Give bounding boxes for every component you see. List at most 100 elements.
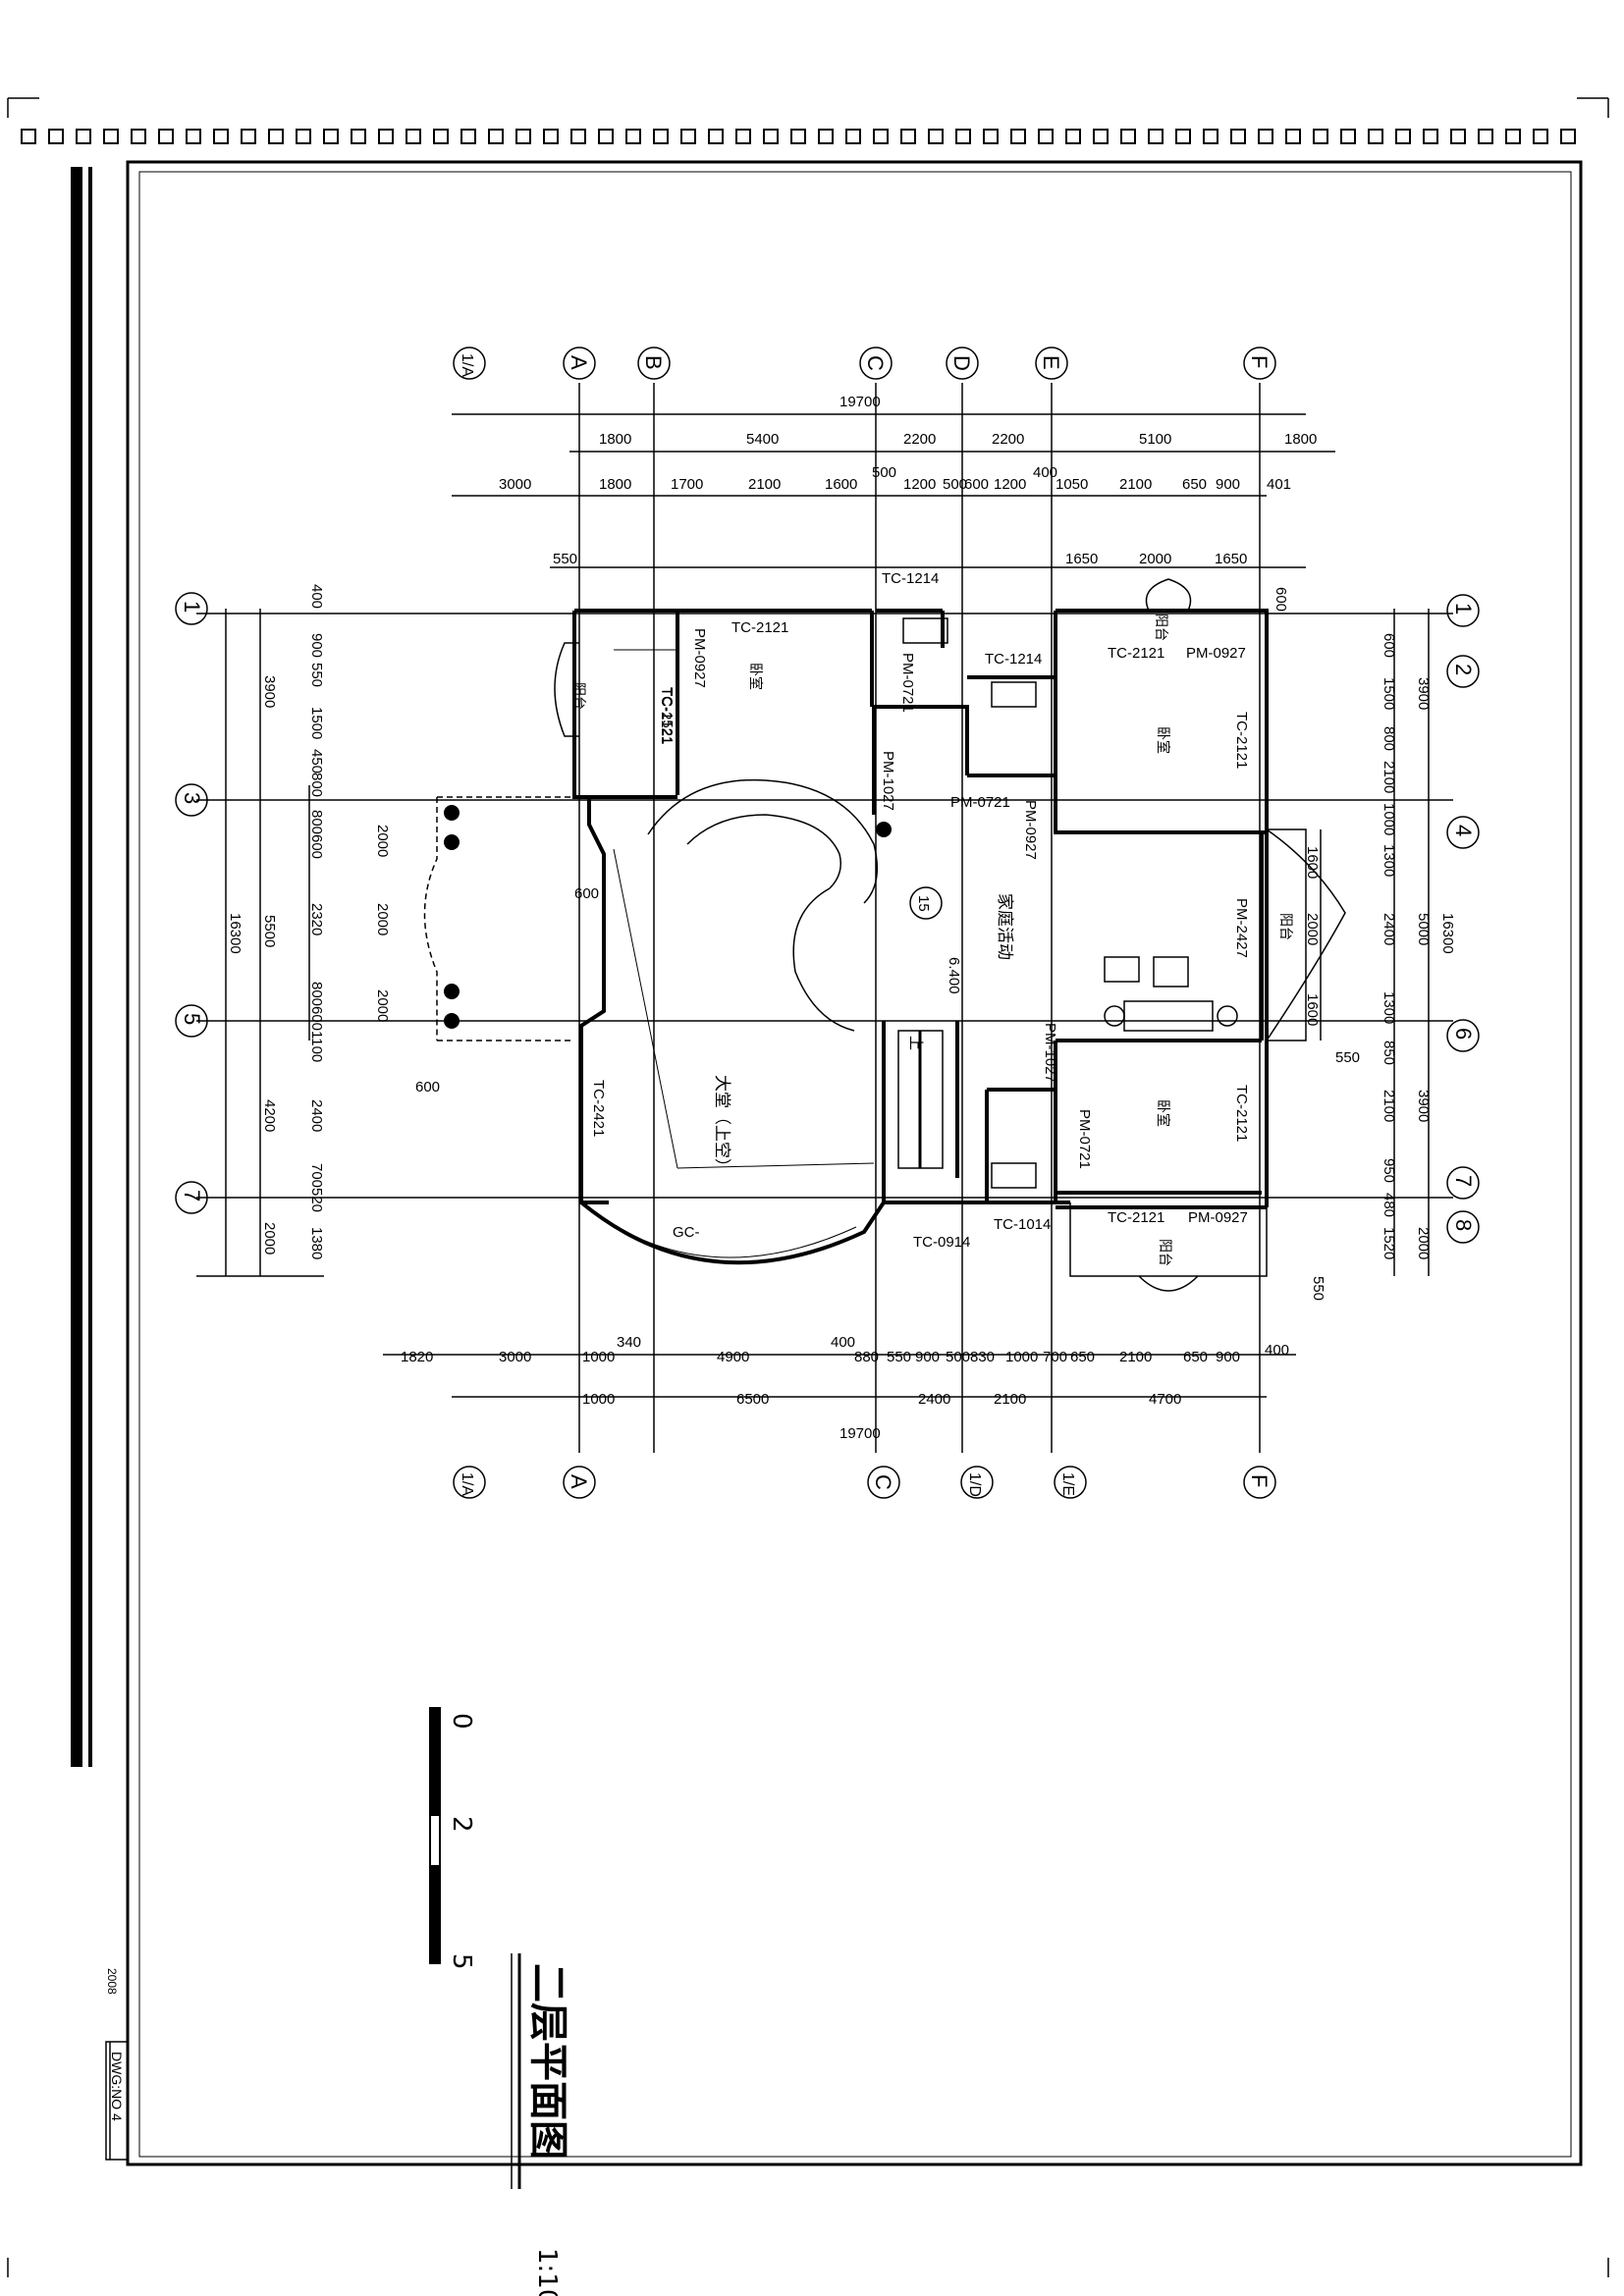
svg-text:6500: 6500 <box>736 1391 769 1408</box>
level-mark: 6.400 <box>946 957 962 994</box>
svg-text:600: 600 <box>964 476 989 493</box>
door-pm0721-c: PM-0721 <box>1076 1109 1093 1169</box>
svg-text:600: 600 <box>308 834 325 859</box>
svg-text:700: 700 <box>1043 1349 1067 1365</box>
svg-text:1100: 1100 <box>308 1031 325 1062</box>
svg-text:4900: 4900 <box>717 1349 749 1365</box>
door-pm0927-a: PM-0927 <box>691 628 708 688</box>
svg-text:500: 500 <box>872 464 896 481</box>
perforation-square <box>1478 129 1493 144</box>
perforation-square <box>1258 129 1273 144</box>
sheet-frame <box>7 97 1609 2277</box>
svg-text:1600: 1600 <box>1304 846 1321 879</box>
svg-text:2100: 2100 <box>1380 761 1397 793</box>
svg-text:2000: 2000 <box>1139 551 1171 567</box>
axis-bottom: 1/A A C 1/D 1/E F <box>453 1466 1276 1499</box>
perforation-square <box>378 129 394 144</box>
door-pm0927-b: PM-0927 <box>1186 645 1246 662</box>
perforation-square <box>845 129 861 144</box>
perforation-square <box>21 129 36 144</box>
svg-text:2200: 2200 <box>992 431 1024 448</box>
svg-text:5: 5 <box>180 1013 204 1025</box>
room-family-activity: 家庭活动 <box>996 893 1014 960</box>
svg-text:2100: 2100 <box>1119 476 1152 493</box>
svg-text:1800: 1800 <box>599 476 631 493</box>
svg-text:550: 550 <box>1310 1276 1326 1301</box>
scale-bar: 0 2 5 <box>429 1707 476 1970</box>
perforation-square <box>790 129 806 144</box>
svg-text:1050: 1050 <box>1056 476 1088 493</box>
perforation-square <box>653 129 669 144</box>
svg-text:400: 400 <box>1265 1342 1289 1359</box>
svg-text:1300: 1300 <box>1380 844 1397 877</box>
scale-bar-0: 0 <box>447 1713 476 1730</box>
svg-text:800: 800 <box>1380 726 1397 751</box>
perforation-square <box>1010 129 1026 144</box>
svg-text:DWG:NO 4: DWG:NO 4 <box>109 2052 125 2121</box>
svg-text:2000: 2000 <box>1415 1227 1432 1259</box>
window-tc1214-bath: TC-1214 <box>985 651 1042 667</box>
perforation-square <box>1175 129 1191 144</box>
svg-text:2000: 2000 <box>374 825 391 857</box>
perforation-square <box>900 129 916 144</box>
window-gc: GC- <box>673 1224 700 1241</box>
perforation-square <box>818 129 834 144</box>
svg-text:2100: 2100 <box>1380 1090 1397 1122</box>
svg-text:700: 700 <box>308 1163 325 1188</box>
svg-text:19700: 19700 <box>839 1425 881 1442</box>
window-tc2121-a: TC-2121 <box>731 619 788 636</box>
perforation-square <box>873 129 889 144</box>
scale-bar-2: 2 <box>447 1816 476 1833</box>
svg-text:1600: 1600 <box>1304 993 1321 1026</box>
perforation-square <box>433 129 449 144</box>
window-tc1014: TC-1014 <box>994 1216 1051 1233</box>
svg-text:3900: 3900 <box>261 675 278 708</box>
room-bedroom-nw: 卧室 <box>748 663 764 690</box>
stair-up-label: 上 <box>907 1036 924 1050</box>
svg-text:600: 600 <box>574 885 599 902</box>
perforation-square <box>1533 129 1548 144</box>
svg-text:A: A <box>567 355 591 370</box>
svg-text:6: 6 <box>1451 1028 1476 1040</box>
svg-text:340: 340 <box>617 1334 641 1351</box>
svg-text:4200: 4200 <box>261 1099 278 1132</box>
room-balcony-w: 阳台 <box>571 682 587 710</box>
perforation-row <box>21 129 1576 144</box>
svg-text:480: 480 <box>1380 1193 1397 1217</box>
perforation-square <box>268 129 284 144</box>
svg-text:520: 520 <box>308 1188 325 1212</box>
axis-right: 1 2 4 6 7 8 <box>1446 594 1480 1244</box>
window-tc2121-d: TC-2121 <box>1233 1085 1250 1142</box>
svg-text:D: D <box>949 355 974 371</box>
svg-text:400: 400 <box>831 1334 855 1351</box>
perforation-square <box>983 129 999 144</box>
svg-text:3: 3 <box>180 792 204 804</box>
svg-text:19700: 19700 <box>839 394 881 410</box>
svg-text:1200: 1200 <box>903 476 936 493</box>
svg-text:3000: 3000 <box>499 476 531 493</box>
perforation-square <box>76 129 91 144</box>
svg-text:16300: 16300 <box>227 913 244 954</box>
svg-text:2100: 2100 <box>1119 1349 1152 1365</box>
window-tc1521: TC-1521 <box>659 687 676 744</box>
svg-text:900: 900 <box>308 633 325 658</box>
perforation-square <box>1450 129 1466 144</box>
perforation-square <box>186 129 201 144</box>
svg-text:1800: 1800 <box>599 431 631 448</box>
svg-text:F: F <box>1247 1474 1272 1487</box>
perforation-square <box>928 129 944 144</box>
svg-text:1000: 1000 <box>582 1349 615 1365</box>
svg-text:1200: 1200 <box>994 476 1026 493</box>
perforation-square <box>241 129 256 144</box>
svg-text:2320: 2320 <box>308 903 325 935</box>
svg-text:1600: 1600 <box>825 476 857 493</box>
perforation-square <box>1120 129 1136 144</box>
drawing-title: 二层平面图 <box>525 1963 570 2160</box>
svg-text:1650: 1650 <box>1215 551 1247 567</box>
svg-text:500: 500 <box>943 476 967 493</box>
svg-text:600: 600 <box>1272 587 1289 612</box>
perforation-square <box>735 129 751 144</box>
svg-text:600: 600 <box>308 1006 325 1031</box>
perforation-square <box>1093 129 1109 144</box>
svg-text:2000: 2000 <box>1304 913 1321 945</box>
